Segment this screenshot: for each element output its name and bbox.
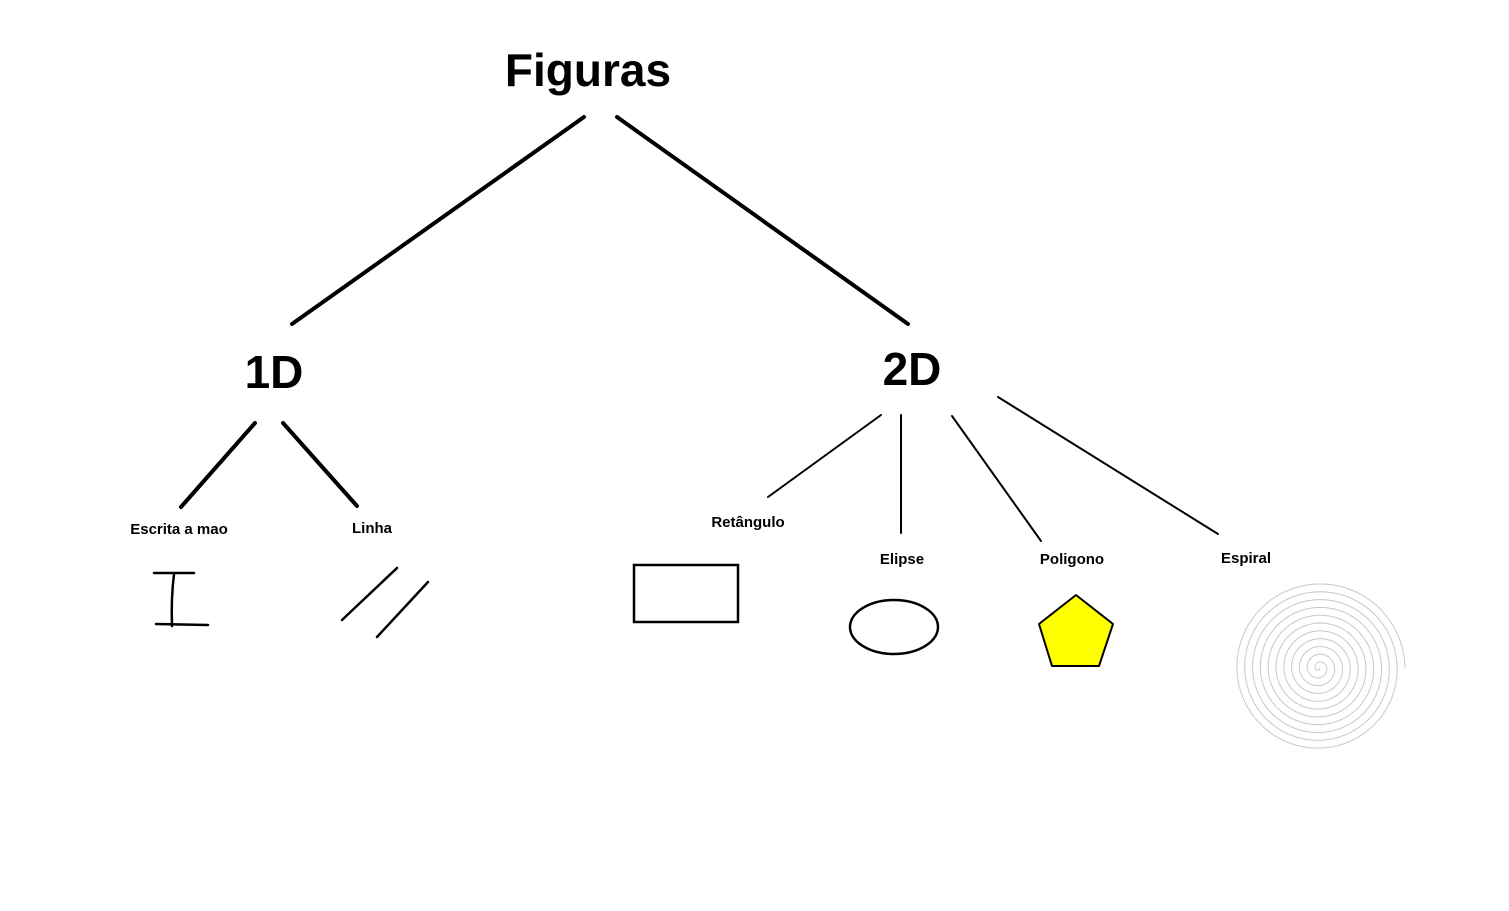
leaf-linha-label: Linha <box>352 520 393 537</box>
leaf-espiral-label: Espiral <box>1221 550 1271 567</box>
handwriting-stroke-icon <box>152 571 210 628</box>
parallel-lines-icon <box>340 566 430 639</box>
edge-2d-retangulo <box>767 414 882 498</box>
1d-edges <box>179 421 359 509</box>
edge-2d-espiral <box>997 396 1219 535</box>
pentagon-icon <box>1038 594 1114 667</box>
edge-root-2d <box>615 115 910 326</box>
edge-1d-linha <box>281 421 359 508</box>
spiral-icon <box>1236 583 1406 749</box>
leaf-elipse-label: Elipse <box>880 551 924 568</box>
node-1d-label: 1D <box>245 346 304 398</box>
leaf-retangulo-label: Retângulo <box>711 514 784 531</box>
edge-1d-escrita <box>179 421 257 509</box>
2d-edges <box>767 396 1219 542</box>
root-edges <box>290 115 910 326</box>
edge-2d-poligono <box>951 415 1042 542</box>
edge-root-1d <box>290 115 586 326</box>
leaf-escrita-label: Escrita a mao <box>130 521 228 538</box>
leaf-poligono-label: Poligono <box>1040 551 1104 568</box>
rectangle-icon <box>632 563 740 624</box>
node-2d-label: 2D <box>883 343 942 395</box>
root-label: Figuras <box>505 44 671 96</box>
ellipse-icon <box>848 598 940 656</box>
